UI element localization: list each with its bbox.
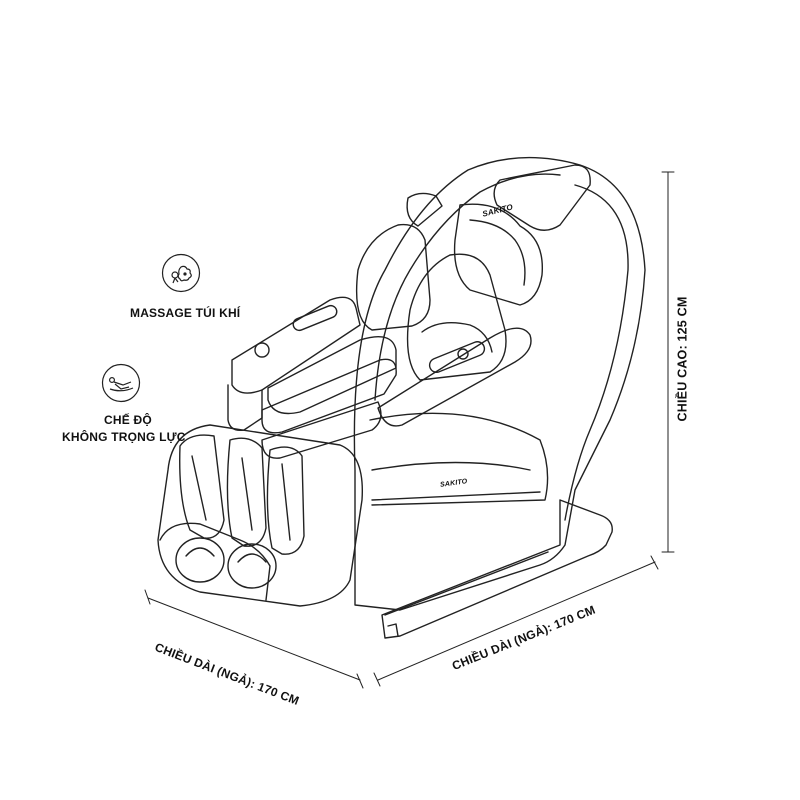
height-dimension-label: CHIỀU CAO: 125 CM [675, 296, 690, 422]
backrest-shell [353, 156, 646, 611]
airbag-massage-icon [161, 253, 201, 293]
seat-cushion [261, 336, 397, 459]
side-bolster [355, 192, 443, 331]
dimension-lines [144, 171, 675, 689]
back-cushion [406, 253, 507, 381]
feature-label-airbag: MASSAGE TÚI KHÍ [130, 306, 241, 320]
headrest-pillow [453, 164, 591, 306]
side-panel [369, 412, 549, 506]
feature-label-zero-gravity-1: CHẾ ĐỘ [104, 413, 152, 427]
feature-label-zero-gravity-2: KHÔNG TRỌNG LỰC [62, 430, 186, 444]
leg-rest [157, 424, 364, 607]
right-armrest [377, 327, 532, 427]
zero-gravity-icon [101, 363, 141, 403]
chair-base [381, 499, 613, 639]
